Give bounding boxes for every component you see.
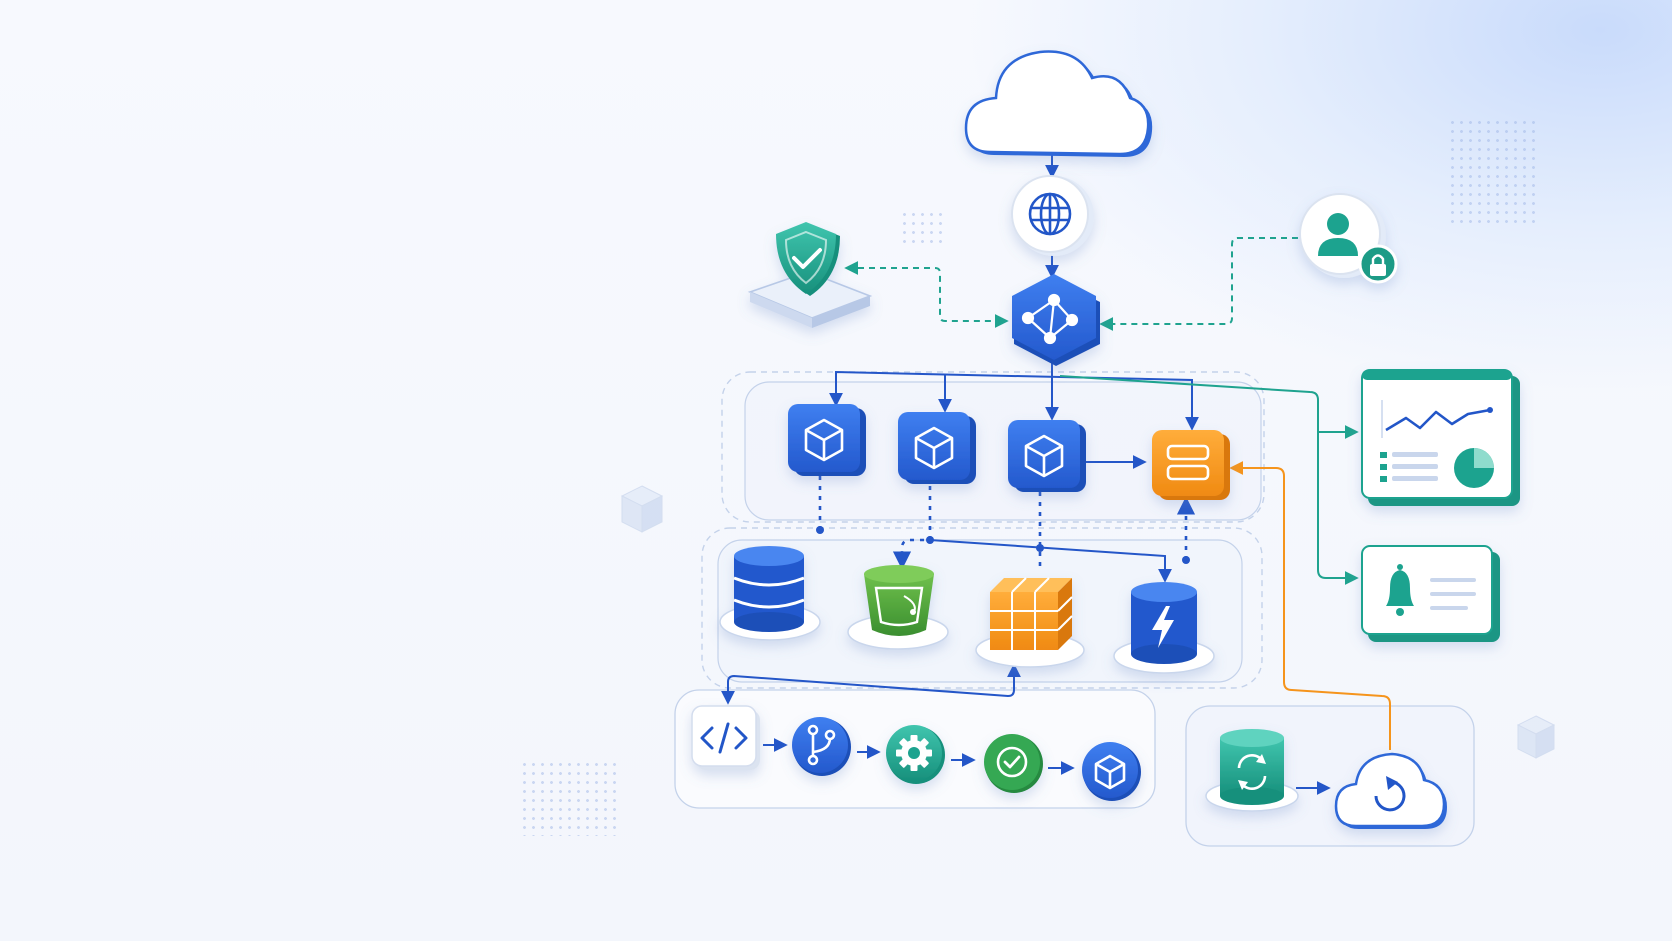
decorative-cube-right	[1516, 715, 1556, 759]
user-lock-icon	[1299, 193, 1398, 284]
pipeline-to-data-connector	[721, 663, 1021, 705]
network-nodes-icon	[1012, 274, 1100, 366]
dashboard-chart-icon	[1361, 369, 1520, 506]
queue-icon	[1152, 430, 1230, 500]
cloud-sync-icon	[1334, 752, 1447, 829]
bucket-icon	[847, 565, 949, 650]
service-bus-connector	[829, 370, 1199, 431]
service-3-cube	[1008, 420, 1086, 492]
cloud-icon	[964, 50, 1153, 157]
gear-icon	[886, 725, 945, 784]
branch-icon	[792, 717, 851, 776]
check-icon	[984, 734, 1043, 793]
shield-check-icon	[747, 222, 873, 328]
dot-pattern-bottom-left	[520, 760, 618, 836]
deploy-cube-icon	[1082, 742, 1141, 801]
security-to-gateway-connector	[844, 261, 1009, 328]
dot-pattern-top-center	[900, 210, 946, 244]
cube-icon	[804, 418, 844, 462]
queue-to-backup-connector	[1229, 461, 1391, 750]
cube-icon	[914, 426, 954, 470]
backup-database-icon	[1205, 729, 1299, 812]
cache-bolt-icon	[1113, 582, 1215, 674]
connector-junction-dots	[816, 526, 1190, 564]
bell-alert-icon	[1361, 545, 1500, 642]
service-1-cube	[788, 404, 866, 476]
database-icon	[719, 546, 821, 641]
data-bus-connector	[929, 539, 1172, 583]
decorative-cube-left	[620, 485, 664, 533]
globe-icon	[1011, 175, 1094, 256]
identity-to-gateway-connector	[1099, 237, 1298, 331]
service-2-cube	[898, 412, 976, 484]
cube-icon	[1024, 434, 1064, 478]
gateway-to-monitoring-connector	[1059, 375, 1359, 439]
grid-storage-icon	[975, 577, 1085, 668]
monitoring-to-alerts-connector	[1317, 432, 1359, 585]
dot-pattern-top-right	[1448, 118, 1540, 228]
code-icon	[691, 705, 760, 770]
